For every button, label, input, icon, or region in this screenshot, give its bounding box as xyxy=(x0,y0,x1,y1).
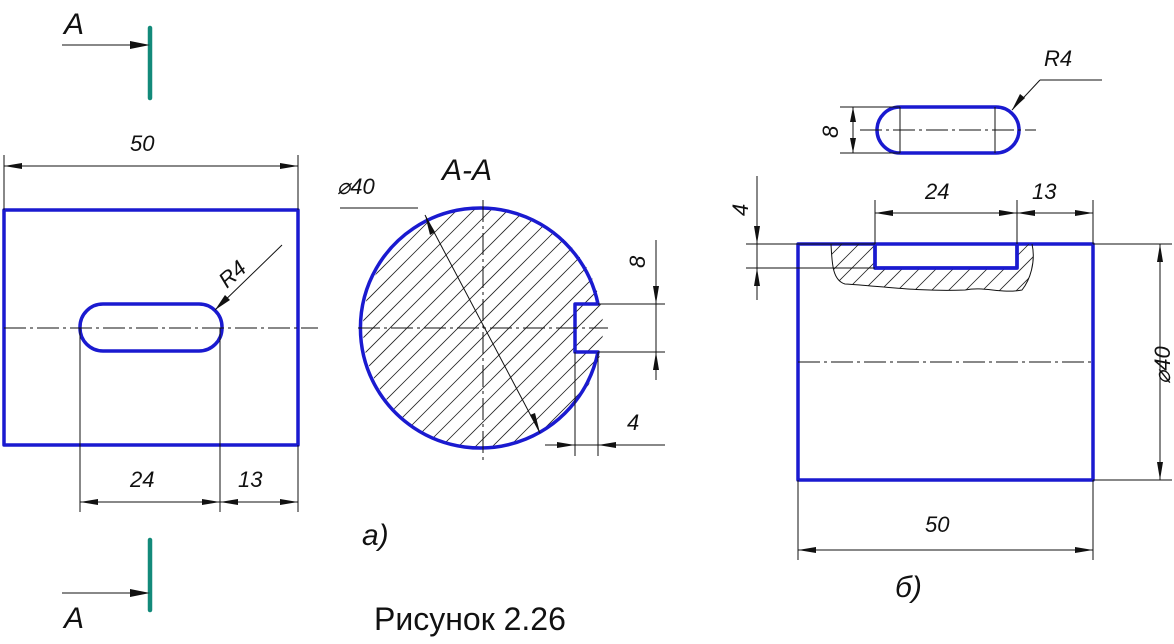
dim-radius-b: R4 xyxy=(1044,46,1072,71)
dim-slot-width-a: 8 xyxy=(625,255,650,268)
dim-edge-offset: 13 xyxy=(238,467,263,492)
hatch-line xyxy=(363,208,480,448)
section-label: A-A xyxy=(440,154,492,187)
section-a-a: A-A ⌀40 8 4 xyxy=(337,154,853,462)
hatch-line xyxy=(942,244,996,292)
cutting-plane-top: A xyxy=(62,8,153,101)
hatch-line xyxy=(505,208,603,448)
dim-width: 50 xyxy=(130,131,155,156)
hatch-line xyxy=(573,208,603,448)
hatch-line xyxy=(908,244,962,292)
hatch-line xyxy=(1010,244,1034,292)
hatch-line xyxy=(925,244,979,292)
hatch-line xyxy=(522,208,603,448)
dim-slot-depth-a: 4 xyxy=(627,410,639,435)
hatch-line xyxy=(488,208,603,448)
hatch-line xyxy=(840,244,894,292)
hatch-line xyxy=(1027,244,1034,292)
dim-slot-length: 24 xyxy=(129,467,154,492)
hatch-line xyxy=(363,208,514,448)
local-section-hatching xyxy=(831,244,1034,292)
hatch-line xyxy=(831,244,843,292)
dim-slot-length-b: 24 xyxy=(924,179,949,204)
section-outline xyxy=(358,206,600,450)
hatch-line xyxy=(363,208,446,448)
cutting-plane-bottom: A xyxy=(62,537,153,635)
cut-label-top: A xyxy=(62,8,84,41)
dim-slot-depth-b: 4 xyxy=(728,204,753,216)
dim-diameter-b: ⌀40 xyxy=(1150,346,1174,384)
hatch-line xyxy=(993,244,1034,292)
dim-slot-width-b: 8 xyxy=(818,125,843,138)
view-b: 8 R4 24 13 4 ⌀ xyxy=(728,46,1174,560)
hatch-line xyxy=(976,244,1030,292)
front-view-a: 50 24 13 R4 xyxy=(2,131,318,512)
hatch-line xyxy=(363,208,463,448)
caption-b: б) xyxy=(895,571,922,604)
dim-edge-offset-b: 13 xyxy=(1032,179,1057,204)
hatch-line xyxy=(608,205,853,450)
dim-radius: R4 xyxy=(213,255,251,292)
figure-caption: Рисунок 2.26 xyxy=(374,601,566,637)
dim-length-b: 50 xyxy=(925,512,950,537)
dim-diameter: ⌀40 xyxy=(337,174,375,199)
caption-a: а) xyxy=(362,519,389,552)
cut-label-bottom: A xyxy=(62,602,84,635)
hatch-line xyxy=(959,244,1013,292)
hatch-line xyxy=(831,244,860,292)
